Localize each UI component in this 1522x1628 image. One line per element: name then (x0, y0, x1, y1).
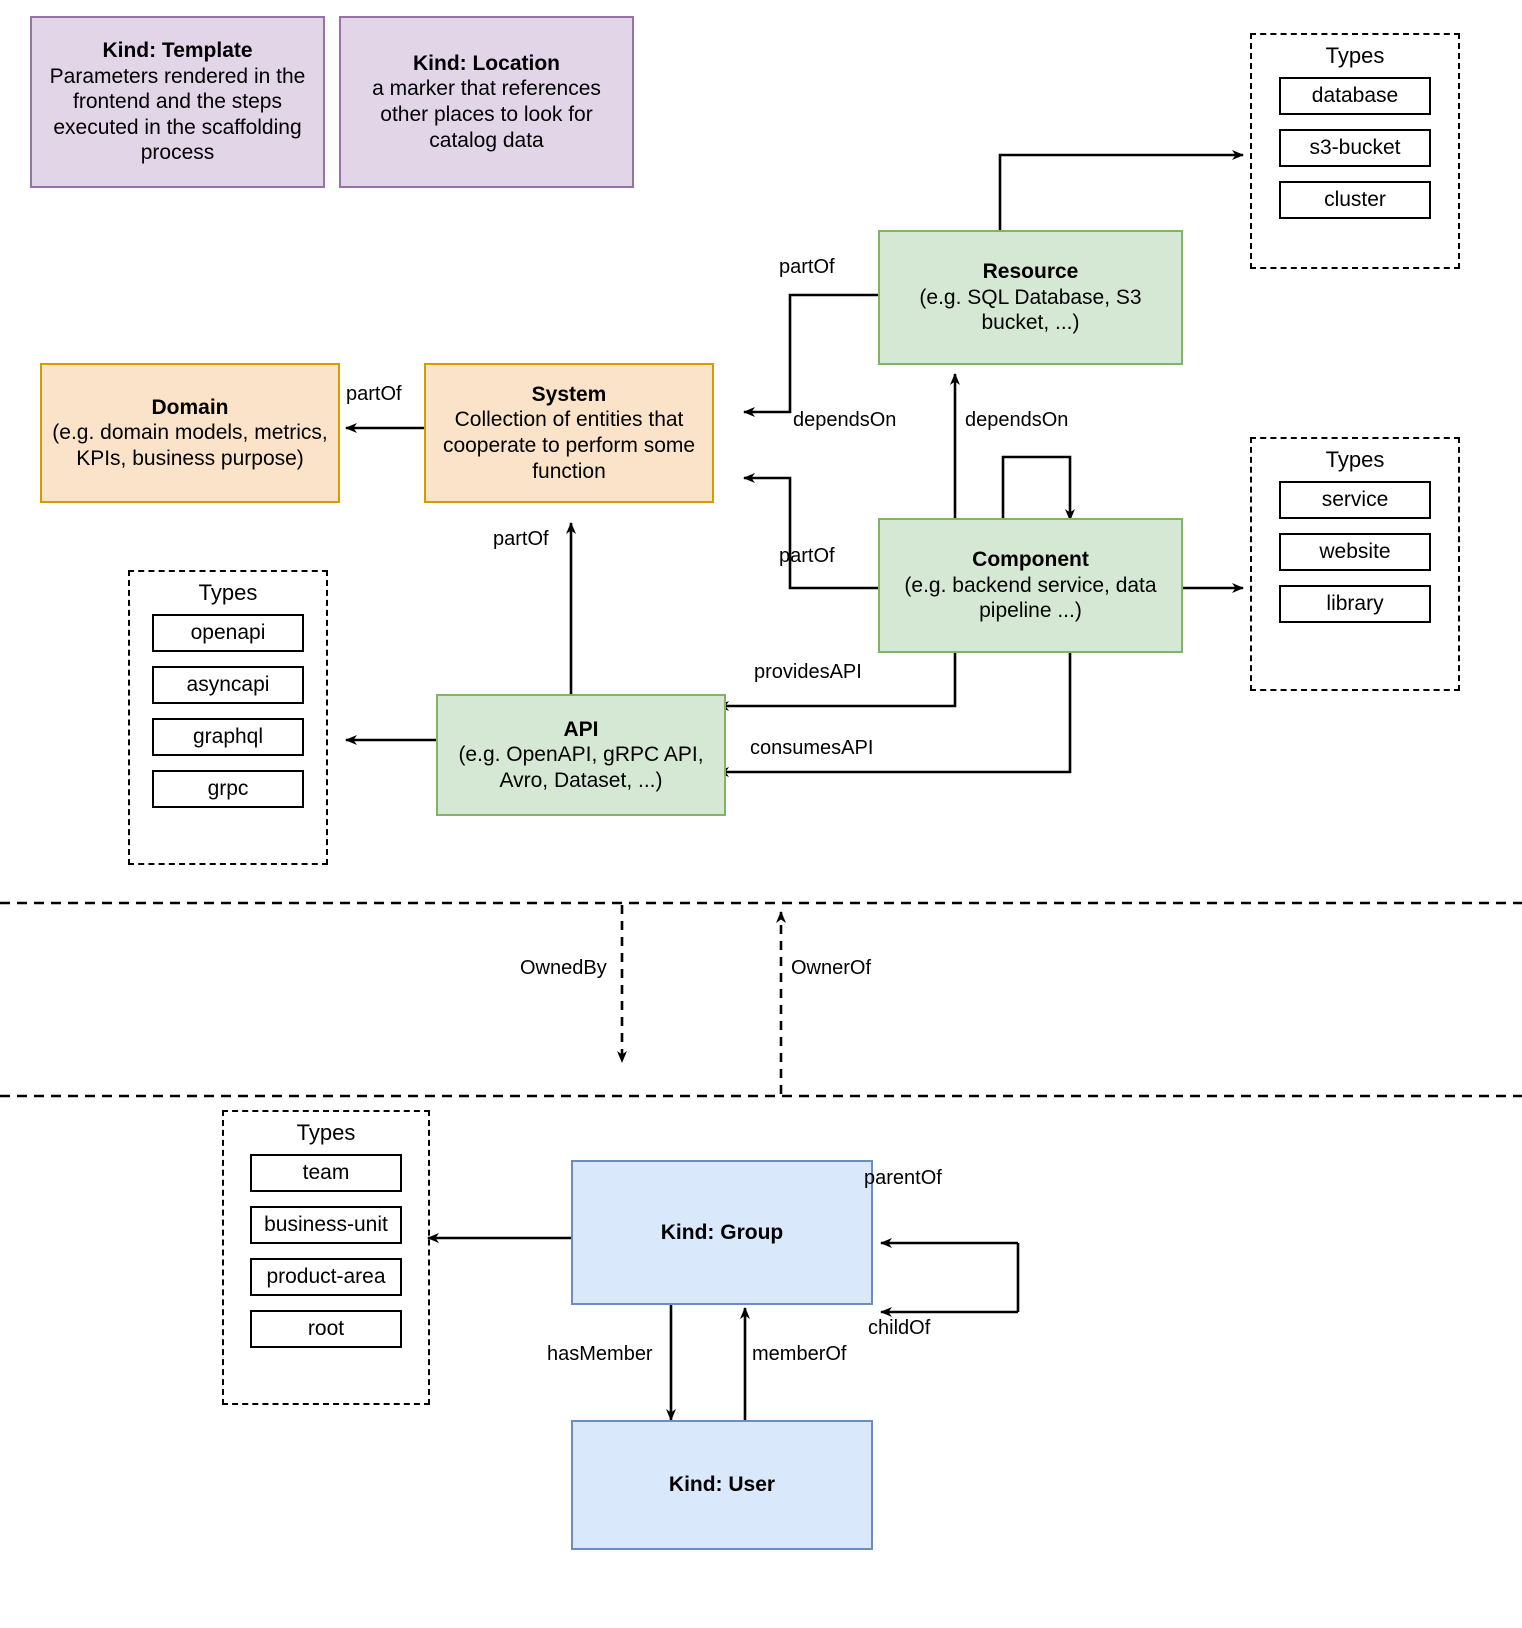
edge-label-system-partof-domain: partOf (346, 383, 402, 405)
node-kind-template[interactable]: Kind: Template Parameters rendered in th… (30, 16, 325, 188)
type-chip-root[interactable]: root (250, 1310, 402, 1348)
edge-label-component-dependson-resource: dependsOn (793, 409, 897, 431)
node-kind-group-title: Kind: Group (660, 1220, 784, 1244)
type-chip-team[interactable]: team (250, 1154, 402, 1192)
edge-label-group-childof: childOf (868, 1317, 931, 1339)
edge-label-component-partof-system: partOf (779, 545, 835, 567)
node-resource[interactable]: Resource (e.g. SQL Database, S3 bucket, … (878, 230, 1183, 365)
edge-label-component-providesapi: providesAPI (754, 661, 862, 683)
type-chip-business-unit[interactable]: business-unit (250, 1206, 402, 1244)
node-component-subtitle: (e.g. backend service, data pipeline ...… (904, 573, 1157, 623)
types-panel-group: Types team business-unit product-area ro… (222, 1110, 430, 1405)
edge-label-user-memberof: memberOf (752, 1343, 847, 1365)
node-component-title: Component (972, 548, 1089, 572)
node-kind-template-title: Kind: Template (102, 38, 253, 62)
node-kind-location-subtitle: a marker that references other places to… (372, 77, 601, 152)
type-chip-asyncapi[interactable]: asyncapi (152, 666, 304, 704)
types-panel-component: Types service website library (1250, 437, 1460, 691)
node-domain-title: Domain (151, 395, 229, 419)
node-api[interactable]: API (e.g. OpenAPI, gRPC API, Avro, Datas… (436, 694, 726, 816)
edge-resource-to-types (998, 150, 1244, 238)
edge-label-component-consumesapi: consumesAPI (750, 737, 874, 759)
edge-label-ownerof: OwnerOf (791, 957, 872, 979)
node-system[interactable]: System Collection of entities that coope… (424, 363, 714, 503)
node-domain[interactable]: Domain (e.g. domain models, metrics, KPI… (40, 363, 340, 503)
type-chip-library[interactable]: library (1279, 585, 1431, 623)
edge-component-partof-system (743, 473, 878, 590)
type-chip-website[interactable]: website (1279, 533, 1431, 571)
node-domain-subtitle: (e.g. domain models, metrics, KPIs, busi… (52, 421, 328, 470)
node-component[interactable]: Component (e.g. backend service, data pi… (878, 518, 1183, 653)
types-panel-component-heading: Types (1325, 447, 1385, 472)
edge-label-component-dependson-component: dependsOn (965, 409, 1069, 431)
types-panel-resource: Types database s3-bucket cluster (1250, 33, 1460, 269)
edge-label-resource-partof-system: partOf (779, 256, 835, 278)
types-panel-api-heading: Types (198, 580, 258, 605)
type-chip-database[interactable]: database (1279, 77, 1431, 115)
node-kind-user[interactable]: Kind: User (571, 1420, 873, 1550)
edge-resource-partof-system (743, 293, 878, 417)
type-chip-grpc[interactable]: grpc (152, 770, 304, 808)
types-panel-resource-heading: Types (1325, 43, 1385, 68)
type-chip-openapi[interactable]: openapi (152, 614, 304, 652)
edge-label-group-parentof: parentOf (864, 1167, 942, 1189)
type-chip-graphql[interactable]: graphql (152, 718, 304, 756)
edge-label-api-partof-system: partOf (493, 528, 549, 550)
node-resource-subtitle: (e.g. SQL Database, S3 bucket, ...) (919, 285, 1142, 335)
node-kind-location[interactable]: Kind: Location a marker that references … (339, 16, 634, 188)
types-panel-api: Types openapi asyncapi graphql grpc (128, 570, 328, 865)
type-chip-s3-bucket[interactable]: s3-bucket (1279, 129, 1431, 167)
node-kind-template-subtitle: Parameters rendered in the frontend and … (49, 64, 306, 165)
type-chip-service[interactable]: service (1279, 481, 1431, 519)
node-api-title: API (563, 717, 599, 741)
node-system-subtitle: Collection of entities that cooperate to… (442, 408, 696, 483)
types-panel-group-heading: Types (296, 1120, 356, 1145)
edge-component-dependson-component (1001, 455, 1075, 521)
node-system-title: System (531, 382, 607, 406)
node-kind-group[interactable]: Kind: Group (571, 1160, 873, 1305)
edge-label-group-hasmember: hasMember (547, 1343, 653, 1365)
type-chip-product-area[interactable]: product-area (250, 1258, 402, 1296)
node-kind-location-title: Kind: Location (413, 51, 560, 75)
type-chip-cluster[interactable]: cluster (1279, 181, 1431, 219)
node-api-subtitle: (e.g. OpenAPI, gRPC API, Avro, Dataset, … (458, 743, 704, 792)
node-kind-user-title: Kind: User (668, 1473, 776, 1497)
node-resource-title: Resource (982, 260, 1079, 284)
edge-label-ownedby: OwnedBy (520, 957, 607, 979)
